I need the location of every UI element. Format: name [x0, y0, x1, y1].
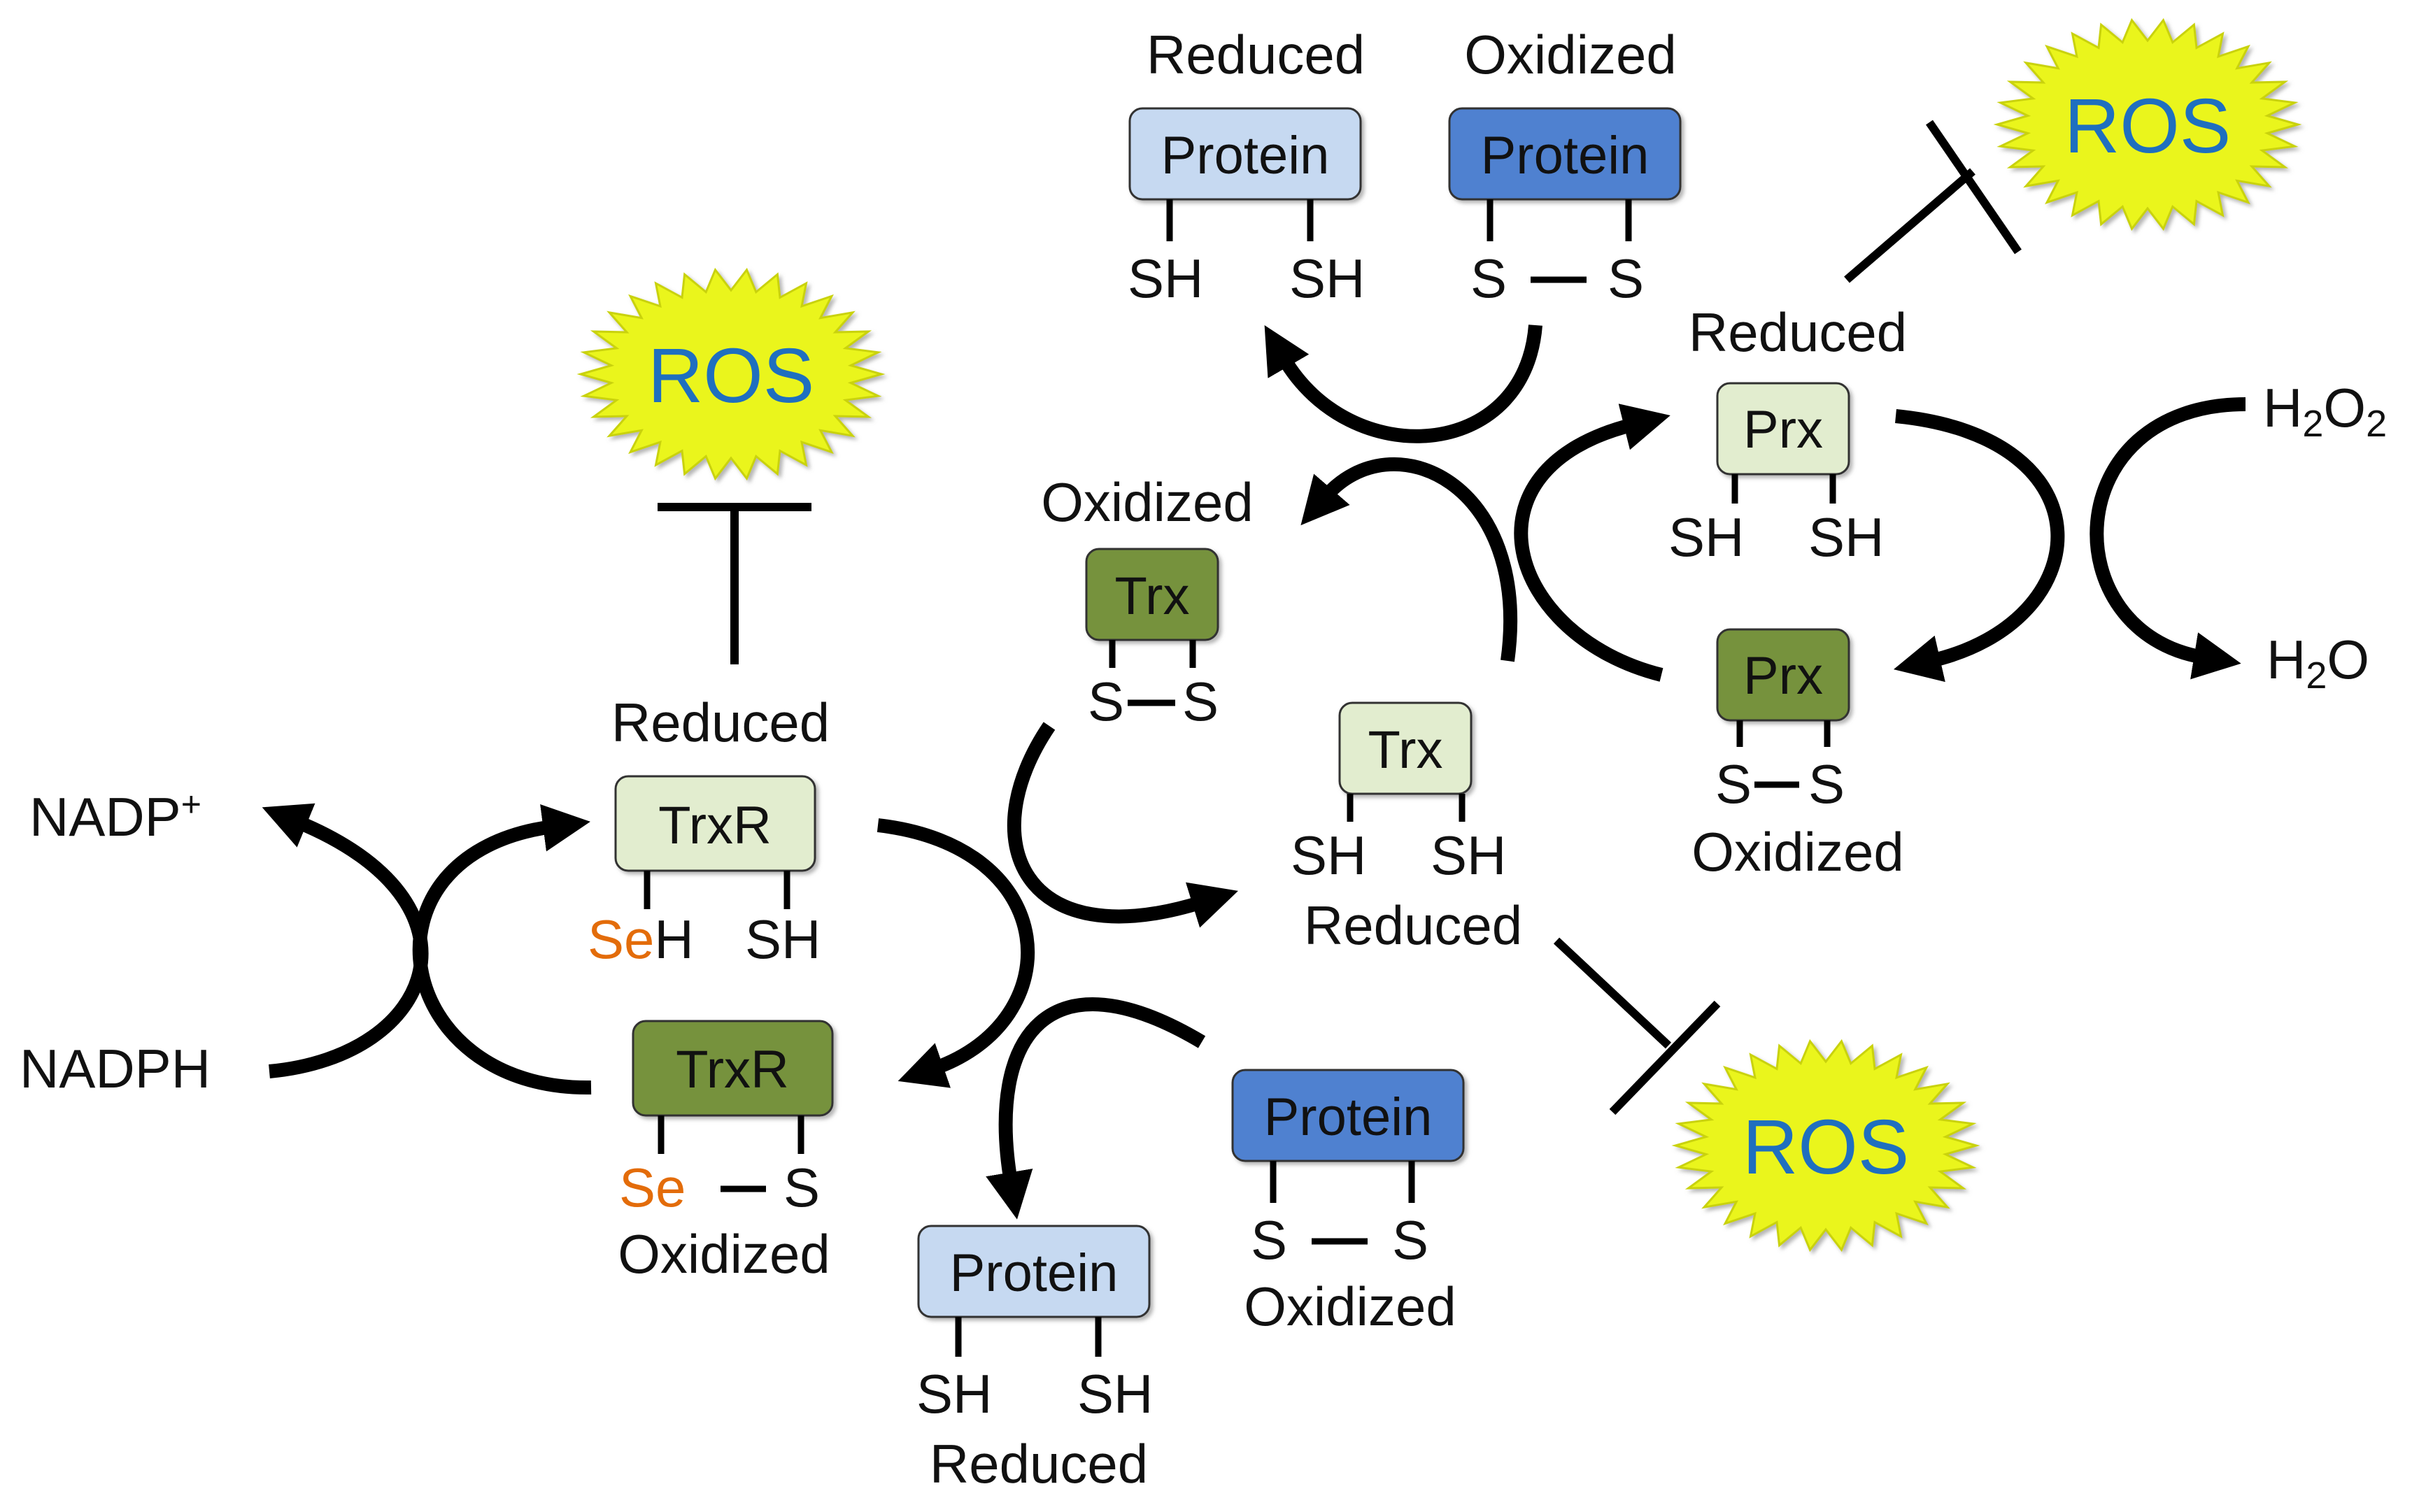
- state-label: Reduced: [1304, 894, 1522, 956]
- nadph-label: NADPH: [20, 1038, 211, 1099]
- inhibit-bar-trx: [1609, 1000, 1721, 1115]
- arrow-nadph-to-nadp: [262, 803, 429, 1078]
- sh-label: SH: [745, 908, 821, 970]
- s-label: S: [1470, 248, 1507, 309]
- protein-name: Prx: [1743, 646, 1823, 706]
- seh-label: SeH: [588, 908, 694, 970]
- s-label: S: [1808, 753, 1845, 815]
- prx-reduced: Reduced Prx SH SH: [1668, 301, 1907, 568]
- protein-name: Protein: [1481, 126, 1650, 185]
- sh-label: SH: [1291, 825, 1366, 886]
- sh-label: SH: [1289, 248, 1365, 309]
- arrow-protein-top-ox-to-red: [1264, 324, 1542, 443]
- protein-name: Protein: [1264, 1087, 1433, 1147]
- ros-top-right: ROS: [1993, 17, 2302, 231]
- s-label: S: [1392, 1209, 1428, 1271]
- ros-bottom-right: ROS: [1671, 1039, 1980, 1253]
- state-label: Oxidized: [1691, 821, 1903, 883]
- starburst-icon: [576, 267, 886, 481]
- starburst-icon: [1993, 17, 2302, 231]
- trx-oxidized: Oxidized Trx S S: [1041, 471, 1253, 732]
- protein-box: [1448, 107, 1682, 201]
- inhibit-bar-prx: [1926, 120, 2022, 255]
- s-label: S: [1251, 1209, 1287, 1271]
- s-label: S: [783, 1157, 820, 1218]
- state-label: Oxidized: [1464, 24, 1676, 85]
- sh-label: SH: [1128, 248, 1203, 309]
- ros-label: ROS: [2064, 83, 2231, 169]
- inhibit-line-prx: [1844, 168, 1975, 283]
- state-label: Oxidized: [1244, 1276, 1456, 1337]
- sh-label: SH: [916, 1363, 992, 1425]
- sh-label: SH: [1808, 506, 1884, 568]
- starburst-icon: [1671, 1039, 1980, 1253]
- state-label: Reduced: [1689, 301, 1907, 363]
- s-label: S: [1608, 248, 1644, 309]
- protein-box: [1231, 1069, 1465, 1162]
- s-label: S: [1182, 671, 1219, 732]
- protein-name: Prx: [1743, 400, 1823, 459]
- state-label: Reduced: [611, 692, 830, 753]
- protein-name: Trx: [1115, 566, 1190, 626]
- protein-name: TrxR: [676, 1040, 789, 1099]
- protein-top-reduced: Reduced Protein SH SH: [1128, 24, 1365, 309]
- s-label: S: [1715, 753, 1752, 815]
- protein-name: Protein: [950, 1243, 1119, 1303]
- prx-oxidized: Prx S S Oxidized: [1691, 628, 1904, 883]
- arrow-prx-ox-to-red: [1514, 404, 1670, 682]
- trxr-box: [614, 775, 816, 872]
- protein-box: [1128, 107, 1362, 201]
- protein-name: Protein: [1161, 126, 1330, 185]
- se-label: Se: [619, 1157, 686, 1218]
- protein-bottom-reduced: Protein SH SH Reduced: [916, 1225, 1153, 1495]
- trxr-oxidized: TrxR Se S Oxidized: [618, 1020, 834, 1285]
- sh-label: SH: [1668, 506, 1744, 568]
- arrow-trx-to-protein-bottom: [986, 997, 1206, 1220]
- prx-box: [1716, 382, 1850, 476]
- ros-label: ROS: [648, 333, 814, 419]
- ros-label: ROS: [1743, 1104, 1909, 1190]
- inhibit-line-trx: [1553, 937, 1672, 1049]
- s-label: S: [1088, 671, 1124, 732]
- sh-label: SH: [1077, 1363, 1153, 1425]
- sh-label: SH: [1431, 825, 1506, 886]
- arrow-trx-ox-to-red: [1007, 722, 1238, 928]
- protein-name: Trx: [1368, 720, 1443, 780]
- state-label: Oxidized: [1041, 471, 1253, 533]
- arrow-trx-red-to-ox-top: [1300, 457, 1518, 662]
- trx-reduced: Trx SH SH Reduced: [1291, 701, 1522, 956]
- arrow-prx-red-to-ox: [1893, 409, 2065, 683]
- protein-box: [917, 1225, 1151, 1318]
- state-label: Oxidized: [618, 1223, 830, 1285]
- trx-box: [1085, 548, 1219, 641]
- protein-name: TrxR: [658, 796, 772, 855]
- trxr-box: [632, 1020, 834, 1117]
- ros-left: ROS: [576, 267, 886, 481]
- protein-bottom-oxidized: Protein S S Oxidized: [1231, 1069, 1465, 1337]
- arrow-trxr-red-to-ox: [877, 818, 1035, 1088]
- prx-box: [1716, 628, 1850, 722]
- arrow-h2o2-to-h2o: [2090, 397, 2246, 680]
- trx-box: [1338, 701, 1473, 795]
- state-label: Reduced: [930, 1433, 1148, 1495]
- h2o-label: H2O: [2266, 629, 2369, 697]
- arrow-trxr-ox-to-red: [412, 804, 592, 1095]
- nadp-plus-label: NADP+: [29, 785, 201, 848]
- protein-top-oxidized: Oxidized Protein S S: [1448, 24, 1682, 309]
- trxr-reduced: Reduced TrxR SeH SH: [588, 692, 830, 970]
- h2o2-label: H2O2: [2263, 377, 2387, 445]
- state-label: Reduced: [1147, 24, 1365, 85]
